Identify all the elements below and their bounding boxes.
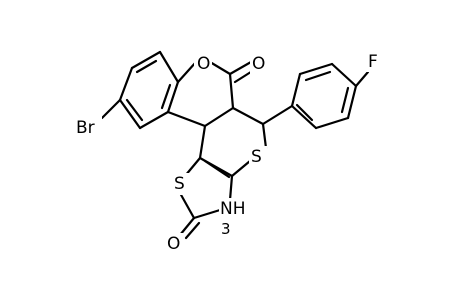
bond <box>261 122 268 150</box>
thiazolone-ring <box>178 156 234 220</box>
bond-c-o-double <box>178 216 196 237</box>
bond <box>228 174 234 202</box>
n-h-number-label: 3 <box>221 220 231 238</box>
bond <box>231 106 265 126</box>
bond <box>118 66 134 102</box>
bond-double-inner <box>135 59 158 74</box>
benzene-ring <box>118 50 180 130</box>
bond-to-aryl <box>261 104 294 126</box>
bond <box>130 50 162 70</box>
ring-oxygen-label: O <box>197 54 210 74</box>
bond <box>203 106 235 128</box>
thiazole-sulfur-label: S <box>174 174 185 194</box>
bond <box>346 84 358 120</box>
bond <box>158 50 180 84</box>
bond-double-inner <box>203 159 231 179</box>
bond <box>314 116 350 130</box>
fluorine-atom-label: F <box>368 52 378 72</box>
bond-c-o-double <box>184 221 201 240</box>
thiopyran-sulfur-label: S <box>251 147 262 167</box>
bond <box>298 62 334 76</box>
bond <box>178 191 196 220</box>
bond-c-br <box>100 98 122 120</box>
bond <box>290 104 318 130</box>
bromine-atom-label: Br <box>76 118 95 138</box>
carbonyl-oxygen-top-label: O <box>252 54 265 74</box>
lactone-ring <box>166 60 235 128</box>
bond-c-f <box>354 70 370 88</box>
bond <box>192 208 222 220</box>
bond <box>208 60 232 76</box>
bond <box>198 124 207 160</box>
bond <box>166 80 180 114</box>
bond-double-inner <box>160 83 172 110</box>
nh-label: NH <box>220 199 246 219</box>
carbonyl-oxygen-bottom-label: O <box>167 234 180 254</box>
bond-double-inner <box>295 103 314 122</box>
bond <box>166 110 207 128</box>
bond-double-inner <box>340 86 350 114</box>
bond <box>290 72 302 108</box>
bond-double-inner <box>304 70 332 82</box>
bond <box>138 110 170 130</box>
bond <box>230 159 252 178</box>
bond <box>176 60 198 84</box>
fluorophenyl-ring <box>290 62 358 130</box>
bond-c-o-double <box>228 60 253 76</box>
bond <box>228 72 235 110</box>
bond <box>330 62 358 88</box>
bond-double-inner <box>125 98 144 122</box>
bond <box>118 98 142 130</box>
